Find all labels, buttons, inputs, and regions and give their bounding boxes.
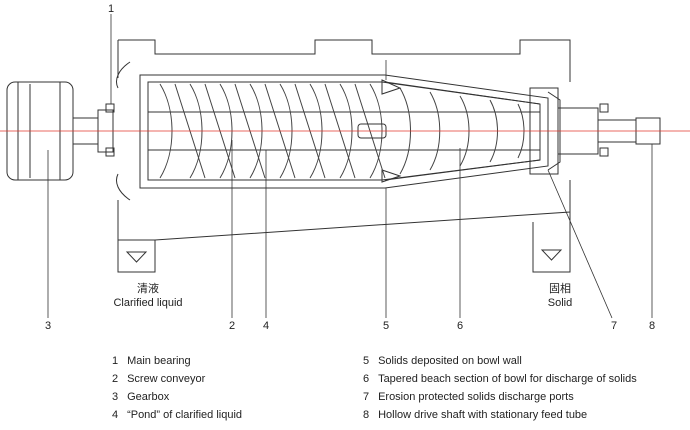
legend-item-2: 2 Screw conveyor [112, 373, 206, 385]
callout-6: 6 [456, 320, 464, 332]
liquid-outlet-label-en: Clarified liquid [113, 297, 183, 309]
bowl-outer [139, 74, 549, 189]
liquid-outlet-label-cn: 清液 [137, 283, 159, 295]
leader-lines [47, 14, 653, 319]
housing-bottom [117, 180, 571, 241]
legend-item-7: 7 Erosion protected solids discharge por… [363, 391, 574, 403]
left-baffle [116, 61, 131, 89]
callout-5: 5 [382, 320, 390, 332]
right-bearing [599, 103, 609, 113]
callout-3: 3 [44, 320, 52, 332]
legend-item-4: 4 “Pond” of clarified liquid [112, 409, 243, 421]
legend-item-8: 8 Hollow drive shaft with stationary fee… [363, 409, 588, 421]
solids-deposit [381, 79, 402, 183]
beach-section [384, 81, 541, 181]
callout-4: 4 [262, 320, 270, 332]
housing-casing [117, 39, 571, 82]
callout-8: 8 [648, 320, 656, 332]
solid-outlet [532, 212, 571, 273]
liquid-outlet-arrow [125, 251, 148, 263]
callout-7: 7 [610, 320, 618, 332]
solid-outlet-arrow [540, 249, 563, 261]
left-baffle-low [116, 173, 131, 201]
legend-item-6: 6 Tapered beach section of bowl for disc… [363, 373, 637, 385]
solid-outlet-label-cn: 固相 [549, 283, 571, 295]
liquid-outlet [117, 240, 156, 273]
conveyor-hub [148, 111, 540, 151]
callout-1: 1 [107, 3, 115, 15]
solid-outlet-label-en: Solid [547, 297, 573, 309]
main-bearing [105, 103, 115, 113]
callout-2: 2 [228, 320, 236, 332]
legend-item-5: 5 Solids deposited on bowl wall [363, 355, 522, 367]
legend-item-1: 1 Main bearing [112, 355, 191, 367]
legend-item-3: 3 Gearbox [112, 391, 170, 403]
